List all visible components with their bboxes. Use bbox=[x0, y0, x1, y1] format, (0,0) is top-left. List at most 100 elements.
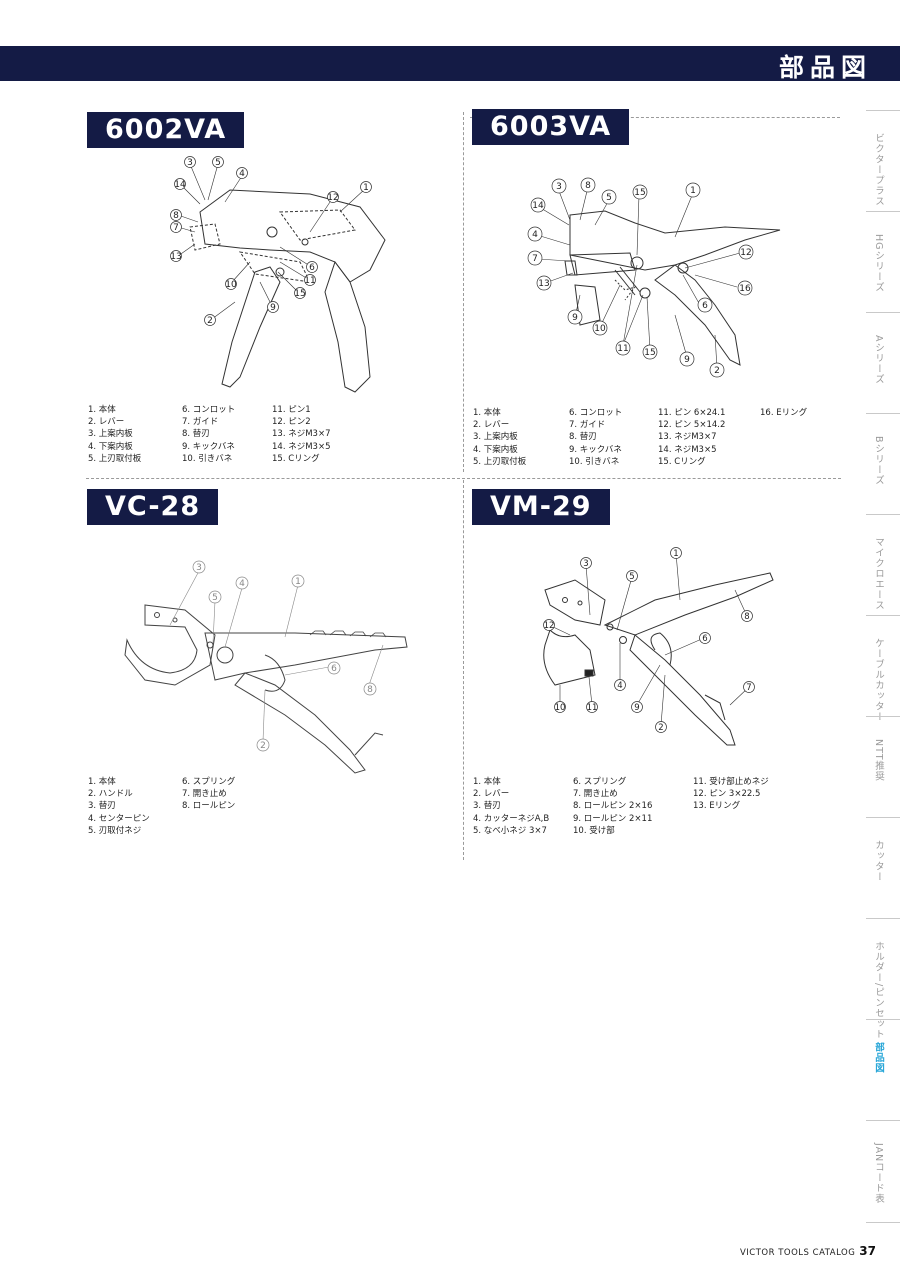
diagram-vc-28-svg: 3 4 5 1 6 8 2 bbox=[124, 560, 408, 774]
callout: 5 bbox=[212, 593, 218, 603]
callout: 13 bbox=[170, 252, 181, 262]
list-item: 15. Cリング bbox=[658, 456, 706, 467]
list-item: 8. 替刃 bbox=[569, 432, 597, 443]
callout: 11 bbox=[304, 276, 315, 286]
callout: 4 bbox=[239, 579, 245, 589]
callout: 2 bbox=[714, 366, 720, 376]
callout: 11 bbox=[587, 703, 598, 713]
callout: 10 bbox=[594, 324, 606, 334]
list-item: 11. ピン 6×24.1 bbox=[658, 408, 726, 418]
list-item: 14. ネジM3×5 bbox=[658, 444, 717, 455]
divider bbox=[86, 478, 841, 479]
sidebar-item-holder-tweezers[interactable]: ホルダー/ピンセット bbox=[866, 918, 900, 1040]
divider bbox=[463, 112, 464, 472]
callout: 5 bbox=[629, 572, 634, 582]
callout: 15 bbox=[644, 348, 655, 358]
list-item: 4. 下案内板 bbox=[88, 441, 133, 452]
list-item: 4. カッターネジA,B bbox=[473, 813, 550, 824]
list-item: 3. 上案内板 bbox=[88, 429, 133, 440]
list-item: 8. ロールピン bbox=[182, 801, 236, 812]
callout: 10 bbox=[225, 280, 237, 290]
callout: 3 bbox=[556, 182, 562, 192]
callout: 13 bbox=[538, 279, 549, 289]
callout: 4 bbox=[532, 230, 538, 240]
list-item: 3. 上案内板 bbox=[473, 432, 518, 443]
callout: 15 bbox=[634, 188, 645, 198]
list-item: 7. 開き止め bbox=[573, 789, 618, 800]
list-item: 15. Cリング bbox=[272, 453, 320, 464]
list-item: 6. コンロット bbox=[182, 405, 236, 415]
sidebar-item-a-series[interactable]: Aシリーズ bbox=[866, 312, 900, 414]
list-item: 6. スプリング bbox=[182, 777, 236, 787]
list-item: 12. ピン 5×14.2 bbox=[658, 420, 726, 431]
list-item: 5. 上刃取付板 bbox=[88, 453, 142, 464]
sidebar-item-jan-code[interactable]: JANコード表 bbox=[866, 1120, 900, 1223]
list-item: 12. ピン 3×22.5 bbox=[693, 789, 761, 800]
parts-diagram-6003va: 3 8 5 14 15 1 4 7 13 9 10 11 15 bbox=[525, 175, 795, 385]
diagram-vm-29-svg: 3 5 1 12 4 6 8 7 10 11 9 2 bbox=[543, 547, 774, 746]
sidebar-item-label: 部品図 bbox=[873, 1042, 884, 1074]
list-item: 9. キックバネ bbox=[182, 441, 235, 452]
list-item: 2. レバー bbox=[473, 789, 510, 800]
callout: 3 bbox=[196, 563, 202, 573]
list-item: 3. 替刃 bbox=[473, 801, 501, 812]
callout: 8 bbox=[173, 211, 179, 221]
diagram-6003va-svg: 3 8 5 14 15 1 4 7 13 9 10 11 15 bbox=[527, 177, 781, 378]
callout: 2 bbox=[658, 723, 663, 733]
sidebar-item-label: HGシリーズ bbox=[873, 234, 884, 293]
sidebar-index: ビクタープラス HGシリーズ Aシリーズ Bシリーズ マイクロエース ケーブルカ… bbox=[866, 110, 900, 1223]
list-item: 1. 本体 bbox=[473, 408, 501, 418]
callout: 7 bbox=[746, 683, 751, 693]
list-item: 1. 本体 bbox=[88, 777, 116, 787]
diagram-6002va-svg: 3 5 4 14 8 7 13 1 12 6 11 15 10 bbox=[170, 156, 386, 393]
callout: 9 bbox=[684, 355, 690, 365]
sidebar-item-ntt[interactable]: NTT推奨 bbox=[866, 716, 900, 818]
model-label-vm-29: VM-29 bbox=[472, 489, 610, 525]
page-header: 部品図 bbox=[0, 46, 900, 82]
callout: 12 bbox=[327, 193, 338, 203]
list-item: 2. ハンドル bbox=[88, 789, 133, 800]
callout: 8 bbox=[744, 612, 749, 622]
list-item: 6. コンロット bbox=[569, 408, 623, 418]
model-label-6002va: 6002VA bbox=[87, 112, 245, 148]
sidebar-item-label: ホルダー/ピンセット bbox=[873, 941, 884, 1040]
list-item: 2. レバー bbox=[88, 417, 125, 428]
list-item: 7. ガイド bbox=[182, 417, 219, 428]
sidebar-item-cutter[interactable]: カッター bbox=[866, 817, 900, 919]
list-item: 9. キックバネ bbox=[569, 444, 622, 455]
list-item: 12. ピン2 bbox=[272, 417, 311, 428]
list-item: 10. 引きバネ bbox=[569, 456, 620, 467]
callout: 12 bbox=[544, 621, 555, 631]
page-number: 37 bbox=[859, 1244, 876, 1258]
callout: 15 bbox=[294, 289, 305, 299]
callout: 5 bbox=[606, 193, 612, 203]
callout: 11 bbox=[617, 344, 628, 354]
callout: 9 bbox=[572, 313, 578, 323]
list-item: 6. スプリング bbox=[573, 777, 627, 787]
model-label-vc-28: VC-28 bbox=[87, 489, 219, 525]
callout: 1 bbox=[690, 186, 696, 196]
list-item: 1. 本体 bbox=[473, 777, 501, 787]
sidebar-item-micro-ace[interactable]: マイクロエース bbox=[866, 514, 900, 616]
list-item: 4. 下案内板 bbox=[473, 444, 518, 455]
callout: 7 bbox=[173, 223, 179, 233]
list-item: 2. レバー bbox=[473, 420, 510, 431]
sidebar-item-parts-diagram[interactable]: 部品図 bbox=[866, 1019, 900, 1121]
callout: 2 bbox=[260, 741, 266, 751]
callout: 5 bbox=[215, 158, 221, 168]
callout: 3 bbox=[187, 158, 193, 168]
sidebar-item-b-series[interactable]: Bシリーズ bbox=[866, 413, 900, 515]
list-item: 8. 替刃 bbox=[182, 429, 210, 440]
callout: 6 bbox=[331, 664, 337, 674]
callout: 14 bbox=[532, 201, 544, 211]
sidebar-item-label: Aシリーズ bbox=[873, 335, 884, 385]
sidebar-item-hg-series[interactable]: HGシリーズ bbox=[866, 211, 900, 313]
list-item: 9. ロールピン 2×11 bbox=[573, 813, 653, 824]
sidebar-item-cable-cutter[interactable]: ケーブルカッター bbox=[866, 615, 900, 722]
callout: 3 bbox=[583, 559, 588, 569]
list-item: 11. ピン1 bbox=[272, 405, 311, 415]
sidebar-item-victor-plus[interactable]: ビクタープラス bbox=[866, 110, 900, 212]
parts-diagram-6002va: 3 5 4 14 8 7 13 1 12 6 11 15 10 bbox=[160, 152, 400, 402]
list-item: 7. ガイド bbox=[569, 420, 606, 431]
